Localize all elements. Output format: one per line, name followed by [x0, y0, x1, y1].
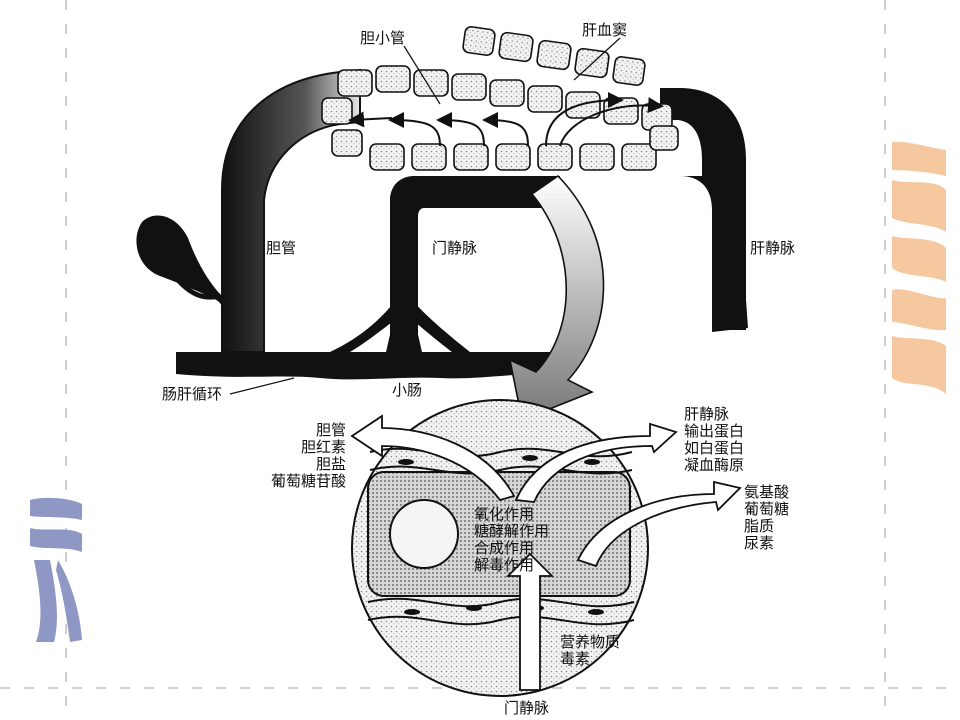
- leader-lines: [229, 37, 621, 395]
- label-bile-canaliculus: 胆小管: [360, 29, 406, 47]
- secretion-item: 胆红素: [300, 438, 346, 456]
- hepatic-vein-tail: [712, 300, 748, 332]
- cell-function-item: 合成作用: [474, 539, 535, 557]
- hepatic-vein-item: 输出蛋白: [684, 422, 745, 440]
- label-hepatic-sinusoid: 肝血窦: [582, 21, 628, 39]
- label-portal-vein: 门静脉: [432, 239, 478, 257]
- gallbladder: [136, 215, 222, 308]
- label-enterohepatic-circulation: 肠肝循环: [162, 385, 223, 403]
- inflow-item: 毒素: [560, 650, 591, 668]
- secretion-item: 胆管: [315, 421, 346, 439]
- cell-function-item: 解毒作用: [474, 556, 535, 574]
- secretion-out-list: 胆管 胆红素 胆盐 葡萄糖苷酸: [236, 422, 346, 490]
- blue-calligraphy-decoration: [30, 497, 82, 642]
- secretion-item: 葡萄糖苷酸: [270, 472, 346, 490]
- label-bile-duct: 胆管: [266, 239, 297, 257]
- hepatic-vein-item: 凝血酶原: [684, 456, 745, 474]
- hepatic-vein-item: 如白蛋白: [684, 439, 745, 457]
- cell-function-item: 糖酵解作用: [474, 522, 550, 540]
- secretion-item: 胆盐: [315, 455, 346, 473]
- zoom-arrow: [508, 174, 605, 422]
- arrow-to-hepatic-vein: [514, 422, 678, 503]
- bile-flow-arrows: [348, 92, 664, 147]
- blood-out-list: 氨基酸 葡萄糖 脂质 尿素: [744, 484, 789, 552]
- hepatic-vein-item: 肝静脉: [684, 405, 730, 423]
- label-small-intestine: 小肠: [392, 381, 423, 399]
- blood-item: 氨基酸: [744, 483, 790, 501]
- hepatic-vein-out-list: 肝静脉 输出蛋白 如白蛋白 凝血酶原: [684, 406, 744, 474]
- blood-item: 尿素: [744, 534, 775, 552]
- inflow-list: 营养物质 毒素: [560, 634, 620, 668]
- cell-functions-list: 氧化作用 糖酵解作用 合成作用 解毒作用: [474, 506, 549, 574]
- cell-function-item: 氧化作用: [474, 505, 535, 523]
- arrow-inflow: [505, 552, 555, 691]
- arrow-to-blood: [576, 480, 742, 568]
- cystic-duct: [176, 278, 221, 300]
- nucleus: [389, 499, 459, 569]
- small-intestine: [176, 352, 560, 380]
- inflow-item: 营养物质: [560, 633, 621, 651]
- arrow-to-bile: [350, 414, 516, 502]
- blood-item: 葡萄糖: [744, 500, 790, 518]
- label-hepatic-vein: 肝静脉: [750, 239, 796, 257]
- portal-vein-branches: [330, 300, 470, 352]
- blood-item: 脂质: [744, 517, 775, 535]
- hepatocyte-plates: [321, 26, 679, 171]
- label-bottom-portal-vein: 门静脉: [504, 699, 550, 717]
- orange-calligraphy-decoration: [892, 141, 946, 394]
